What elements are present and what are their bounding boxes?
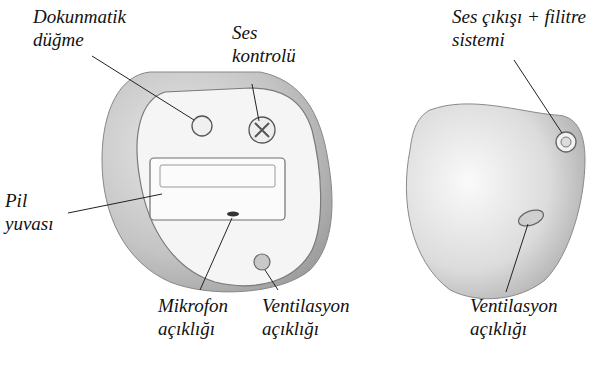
- leader-line: [252, 84, 259, 121]
- volume-control: [249, 117, 275, 143]
- leader-line: [92, 56, 194, 120]
- leader-line: [265, 270, 278, 290]
- canal-shell: [406, 104, 585, 299]
- battery-door: [150, 158, 285, 220]
- leader-line: [68, 194, 162, 213]
- microphone-opening: [227, 212, 239, 217]
- part-label: Ses çıkışı + filitre sistemi: [452, 6, 592, 52]
- vent-opening: [516, 207, 545, 229]
- faceplate: [137, 88, 321, 286]
- sound-outlet: [556, 132, 576, 152]
- battery-door-ledge: [160, 165, 275, 187]
- filter-system: [561, 137, 571, 147]
- shell: [102, 72, 332, 292]
- part-label: Ses kontrolü: [232, 22, 296, 68]
- part-label: Mikrofon açıklığı: [158, 295, 228, 341]
- part-label: Ventilasyon açıklığı: [262, 295, 350, 341]
- volume-control-cross: [255, 123, 269, 137]
- part-label: Dokunmatik düğme: [33, 6, 126, 52]
- part-label: Ventilasyon açıklığı: [470, 295, 558, 341]
- leader-line: [506, 224, 528, 292]
- leader-line: [200, 218, 232, 290]
- leader-line: [514, 60, 562, 133]
- touch-button: [192, 116, 212, 136]
- part-label: Pil yuvası: [5, 190, 54, 236]
- vent-opening: [254, 254, 270, 270]
